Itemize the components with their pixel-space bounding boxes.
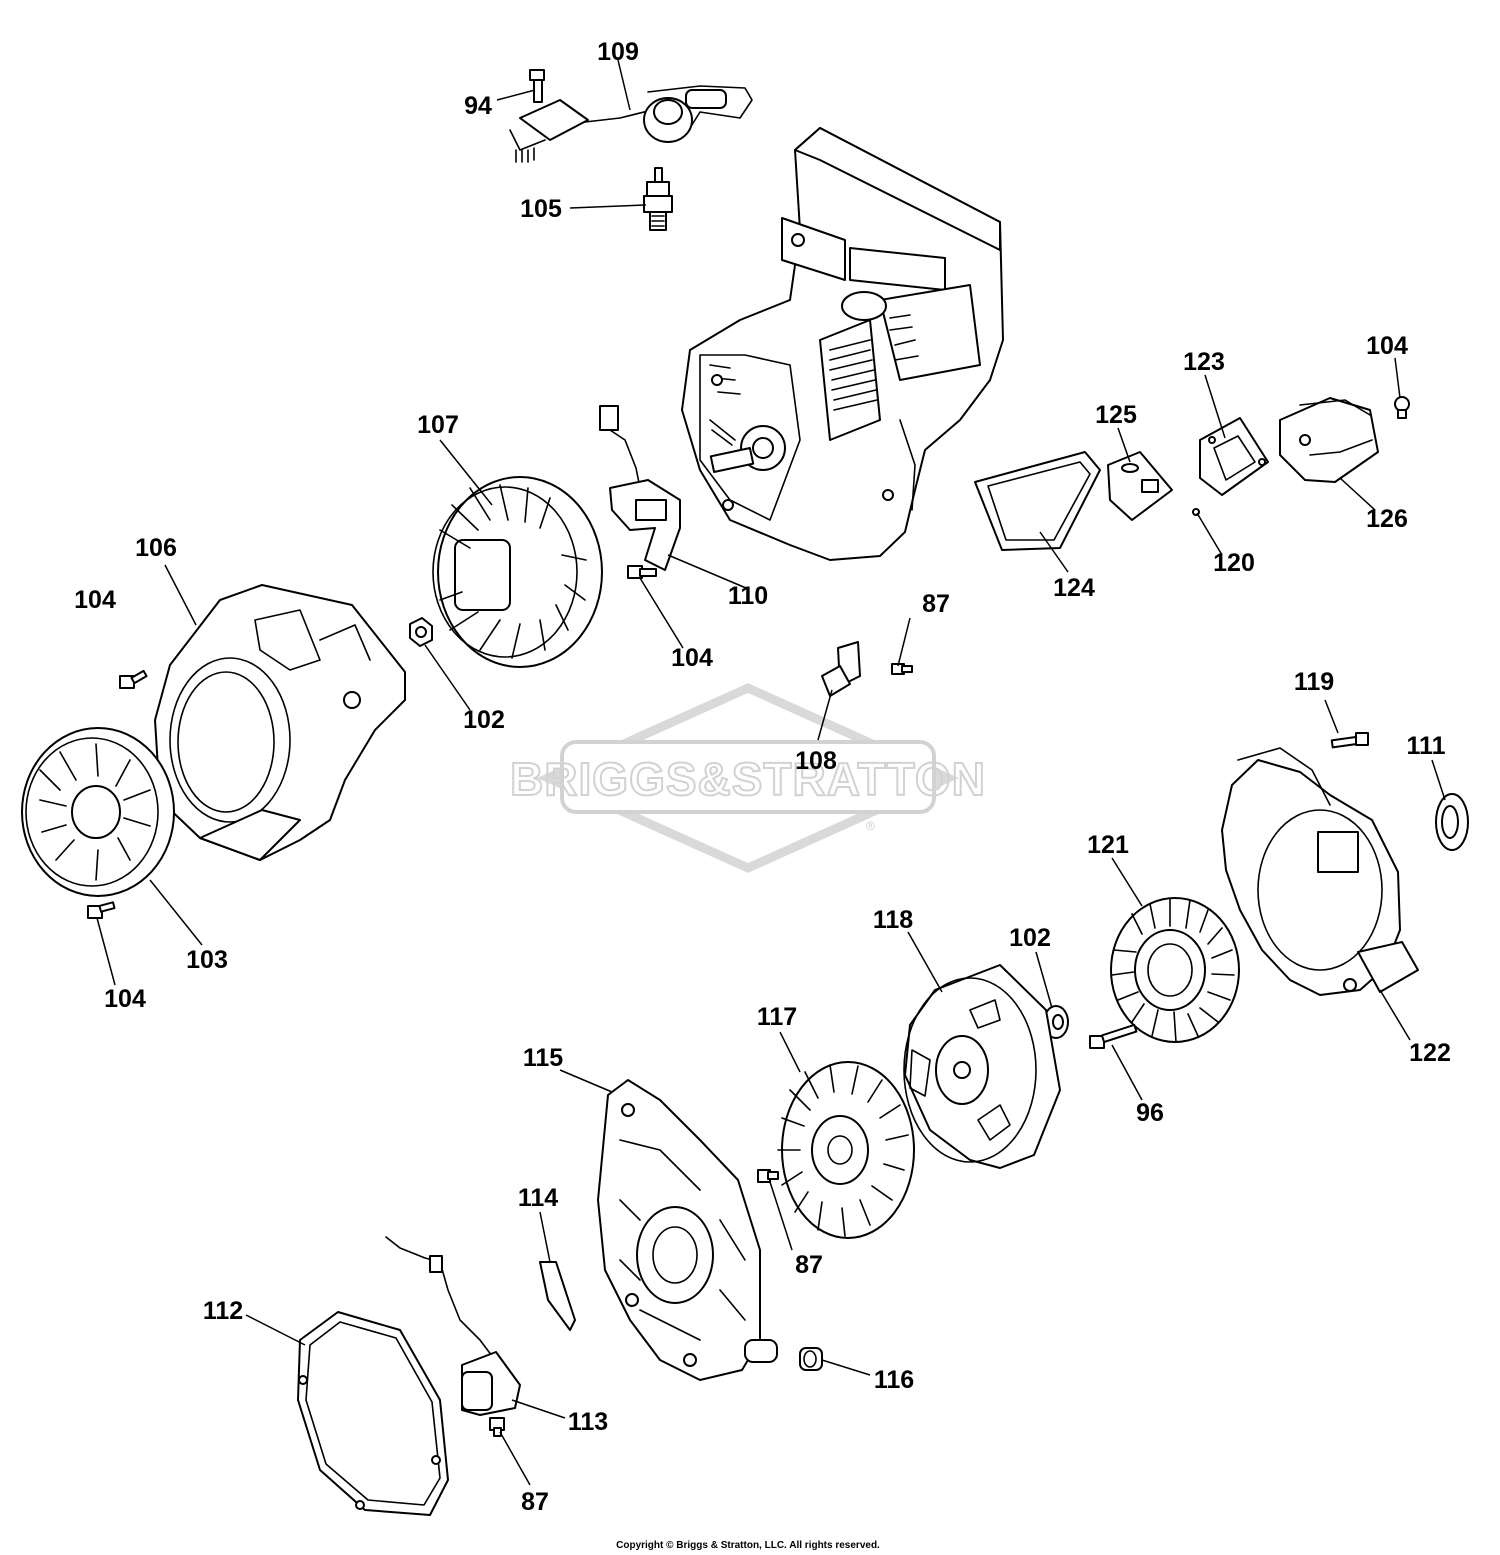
callout-111: 111 — [1407, 732, 1446, 760]
registered-mark: ® — [866, 819, 875, 833]
rotor-118-drawing — [903, 964, 1061, 1169]
callout-104-ignition: 104 — [671, 644, 713, 672]
gasket-112-drawing — [297, 1311, 449, 1516]
callout-112: 112 — [203, 1297, 243, 1325]
callout-109: 109 — [597, 38, 639, 66]
callout-117: 117 — [757, 1003, 797, 1031]
bolt-104-left-drawing — [119, 669, 148, 689]
watermark-text: BRIGGS&STRATTON — [510, 753, 986, 805]
callout-125: 125 — [1095, 401, 1137, 429]
callout-labels: 94 109 105 104 123 125 107 120 124 126 1… — [74, 38, 1451, 1516]
callout-87-sensor: 87 — [521, 1488, 549, 1516]
flywheel-107-drawing — [432, 476, 603, 668]
bolt-87-bottom-drawing — [489, 1417, 505, 1437]
callout-87-fan: 87 — [795, 1251, 823, 1279]
blower-housing-106-drawing — [154, 584, 406, 861]
callout-122: 122 — [1409, 1039, 1451, 1067]
callout-104-blower-housing: 104 — [74, 586, 116, 614]
copyright-notice: Copyright © Briggs & Stratton, LLC. All … — [616, 1540, 880, 1551]
callout-106: 106 — [135, 534, 177, 562]
ignition-coil-109-drawing — [509, 85, 753, 163]
crankcase-cover-115-drawing — [597, 1079, 778, 1381]
callout-110: 110 — [728, 582, 768, 610]
callout-116: 116 — [874, 1366, 914, 1394]
callout-105: 105 — [520, 195, 562, 223]
bolt-87-top-drawing — [891, 663, 913, 675]
ignition-module-110-drawing — [599, 405, 681, 571]
callout-104-starter: 104 — [104, 985, 146, 1013]
clip-114-drawing — [539, 1261, 576, 1331]
callout-113: 113 — [568, 1408, 608, 1436]
gasket-123-drawing — [1199, 417, 1269, 496]
bolt-119-drawing — [1330, 732, 1369, 749]
callout-121: 121 — [1087, 831, 1129, 859]
bolt-104-top-right-drawing — [1394, 396, 1410, 419]
plate-125-drawing — [1107, 451, 1173, 521]
engine-block-drawing — [681, 127, 1004, 561]
briggs-stratton-watermark-logo: BRIGGS&STRATTON ® — [509, 683, 986, 873]
fan-117-drawing — [777, 1061, 915, 1239]
callout-119: 119 — [1294, 668, 1334, 696]
callout-103: 103 — [186, 946, 228, 974]
callout-102-rotor-nut: 102 — [1009, 924, 1051, 952]
callout-115: 115 — [523, 1044, 563, 1072]
callout-102-flywheel-nut: 102 — [463, 706, 505, 734]
rewind-starter-103-drawing — [21, 727, 175, 897]
callout-87-bracket: 87 — [922, 590, 950, 618]
alternator-housing-122-drawing — [1221, 747, 1419, 996]
stator-121-drawing — [1110, 897, 1240, 1043]
callout-104-valve-cover: 104 — [1366, 332, 1408, 360]
seal-111-drawing — [1435, 793, 1469, 851]
bolt-96-drawing — [1089, 1023, 1138, 1049]
nut-102-top-drawing — [409, 617, 433, 647]
callout-114: 114 — [518, 1184, 558, 1212]
leader-lines — [96, 59, 1446, 1486]
plug-116-drawing — [799, 1347, 823, 1371]
bolt-94-drawing — [529, 69, 545, 103]
bolt-87-middle-drawing — [757, 1169, 779, 1183]
callout-108: 108 — [795, 747, 837, 775]
gasket-124-drawing — [974, 451, 1101, 551]
callout-107: 107 — [417, 411, 459, 439]
callout-120: 120 — [1213, 549, 1255, 577]
spark-plug-105-drawing — [643, 167, 673, 231]
valve-cover-126-drawing — [1279, 397, 1379, 483]
callout-96: 96 — [1136, 1099, 1164, 1127]
bolt-104-middle-drawing — [627, 565, 657, 579]
bracket-108-drawing — [821, 641, 861, 697]
bolt-104-bottom-left-drawing — [87, 901, 116, 919]
callout-118: 118 — [873, 906, 913, 934]
oil-sensor-113-drawing — [385, 1236, 521, 1416]
callout-94: 94 — [464, 92, 492, 120]
callout-126: 126 — [1366, 505, 1408, 533]
part-drawings — [21, 69, 1469, 1516]
callout-124: 124 — [1053, 574, 1095, 602]
callout-123: 123 — [1183, 348, 1225, 376]
